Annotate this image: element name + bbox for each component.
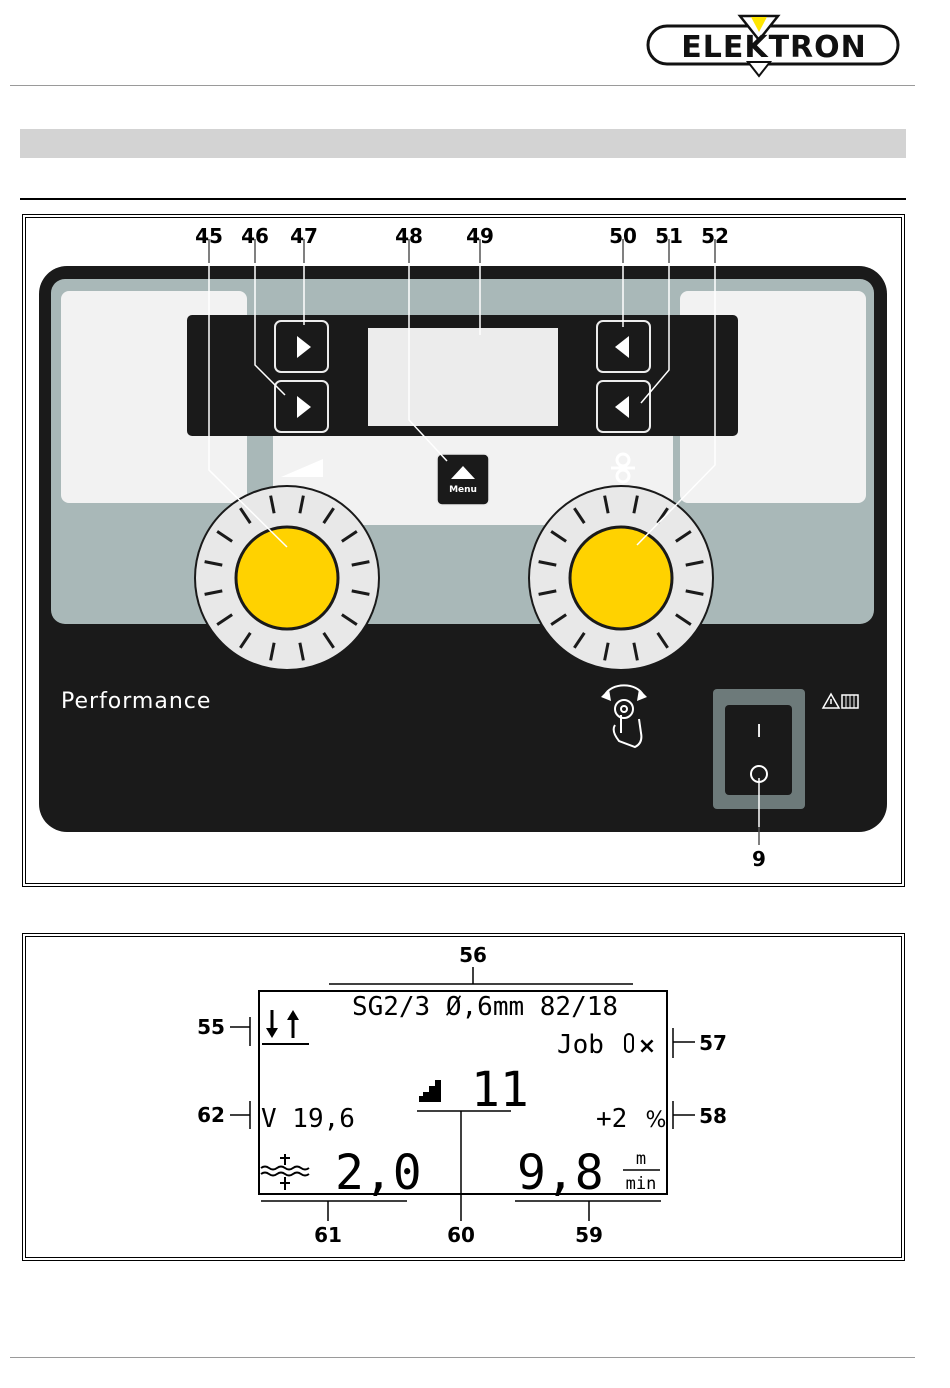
model-label: Performance [61,689,211,714]
job-star-icon: × [638,1034,656,1059]
button-51[interactable] [597,381,650,432]
callout-56: 56 [459,943,487,967]
callout-55: 55 [197,1015,225,1039]
section-heading-bar [20,129,906,158]
callout-45: 45 [195,224,223,248]
callout-50: 50 [609,224,637,248]
control-panel-figure: Menu Performance [22,214,905,887]
correction-readout: +2 [596,1104,627,1134]
callout-47: 47 [290,224,318,248]
section-rule [20,198,906,200]
footer-rule [10,1357,915,1358]
callout-9: 9 [752,847,766,871]
program-number: 11 [471,1062,529,1118]
right-knob[interactable] [570,527,672,629]
menu-button[interactable]: Menu [437,454,489,505]
power-switch-on-label: I [756,721,761,742]
callout-46: 46 [241,224,269,248]
callout-61: 61 [314,1223,342,1247]
thickness-value: 2,0 [335,1145,422,1201]
logo-text: ELEKTRON [681,30,867,65]
callout-51: 51 [655,224,683,248]
callout-59: 59 [575,1223,603,1247]
wire-speed-unit-top: m [636,1149,646,1169]
wire-info-text: SG2/3 Ø,6mm 82/18 [352,992,618,1022]
left-knob[interactable] [236,527,338,629]
callout-48: 48 [395,224,423,248]
wire-speed-unit-bottom: min [626,1174,657,1194]
display-drawing: SG2/3 Ø,6mm 82/18 Job × V 19,6 11 +2 % [23,934,904,1260]
display-figure: SG2/3 Ø,6mm 82/18 Job × V 19,6 11 +2 % [22,933,905,1261]
callout-49: 49 [466,224,494,248]
callout-60: 60 [447,1223,475,1247]
callout-58: 58 [699,1104,727,1128]
left-knob-assembly [195,486,379,670]
callout-52: 52 [701,224,729,248]
wire-speed-value: 9,8 [517,1145,604,1201]
menu-button-label: Menu [449,485,477,495]
callout-62: 62 [197,1103,225,1127]
lcd-window [368,328,558,426]
elektron-logo: ELEKTRON [645,12,903,78]
header-rule [10,85,915,86]
callout-57: 57 [699,1031,727,1055]
job-label: Job [557,1030,604,1060]
button-47[interactable] [275,321,328,372]
percent-icon: % [646,1108,667,1133]
control-panel-drawing: Menu Performance [23,215,904,886]
right-knob-assembly [529,486,713,670]
voltage-readout: V 19,6 [261,1104,355,1134]
button-50[interactable] [597,321,650,372]
button-46[interactable] [275,381,328,432]
